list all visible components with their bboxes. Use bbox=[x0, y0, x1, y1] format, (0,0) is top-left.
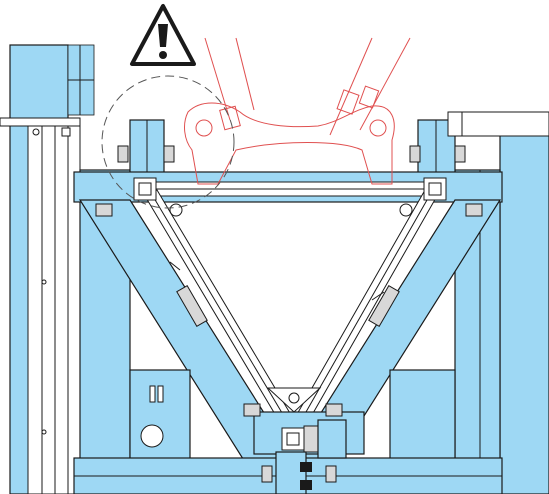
left-side-plate bbox=[27, 125, 69, 494]
detail-circle bbox=[101, 75, 235, 209]
right-top-beam bbox=[447, 111, 549, 137]
warning-triangle-icon bbox=[130, 4, 196, 66]
access-hole bbox=[140, 424, 164, 448]
hazard-linkage bbox=[184, 37, 411, 185]
bolts bbox=[95, 145, 483, 483]
right-outer-column bbox=[499, 134, 549, 494]
left-top-plate bbox=[0, 117, 81, 127]
